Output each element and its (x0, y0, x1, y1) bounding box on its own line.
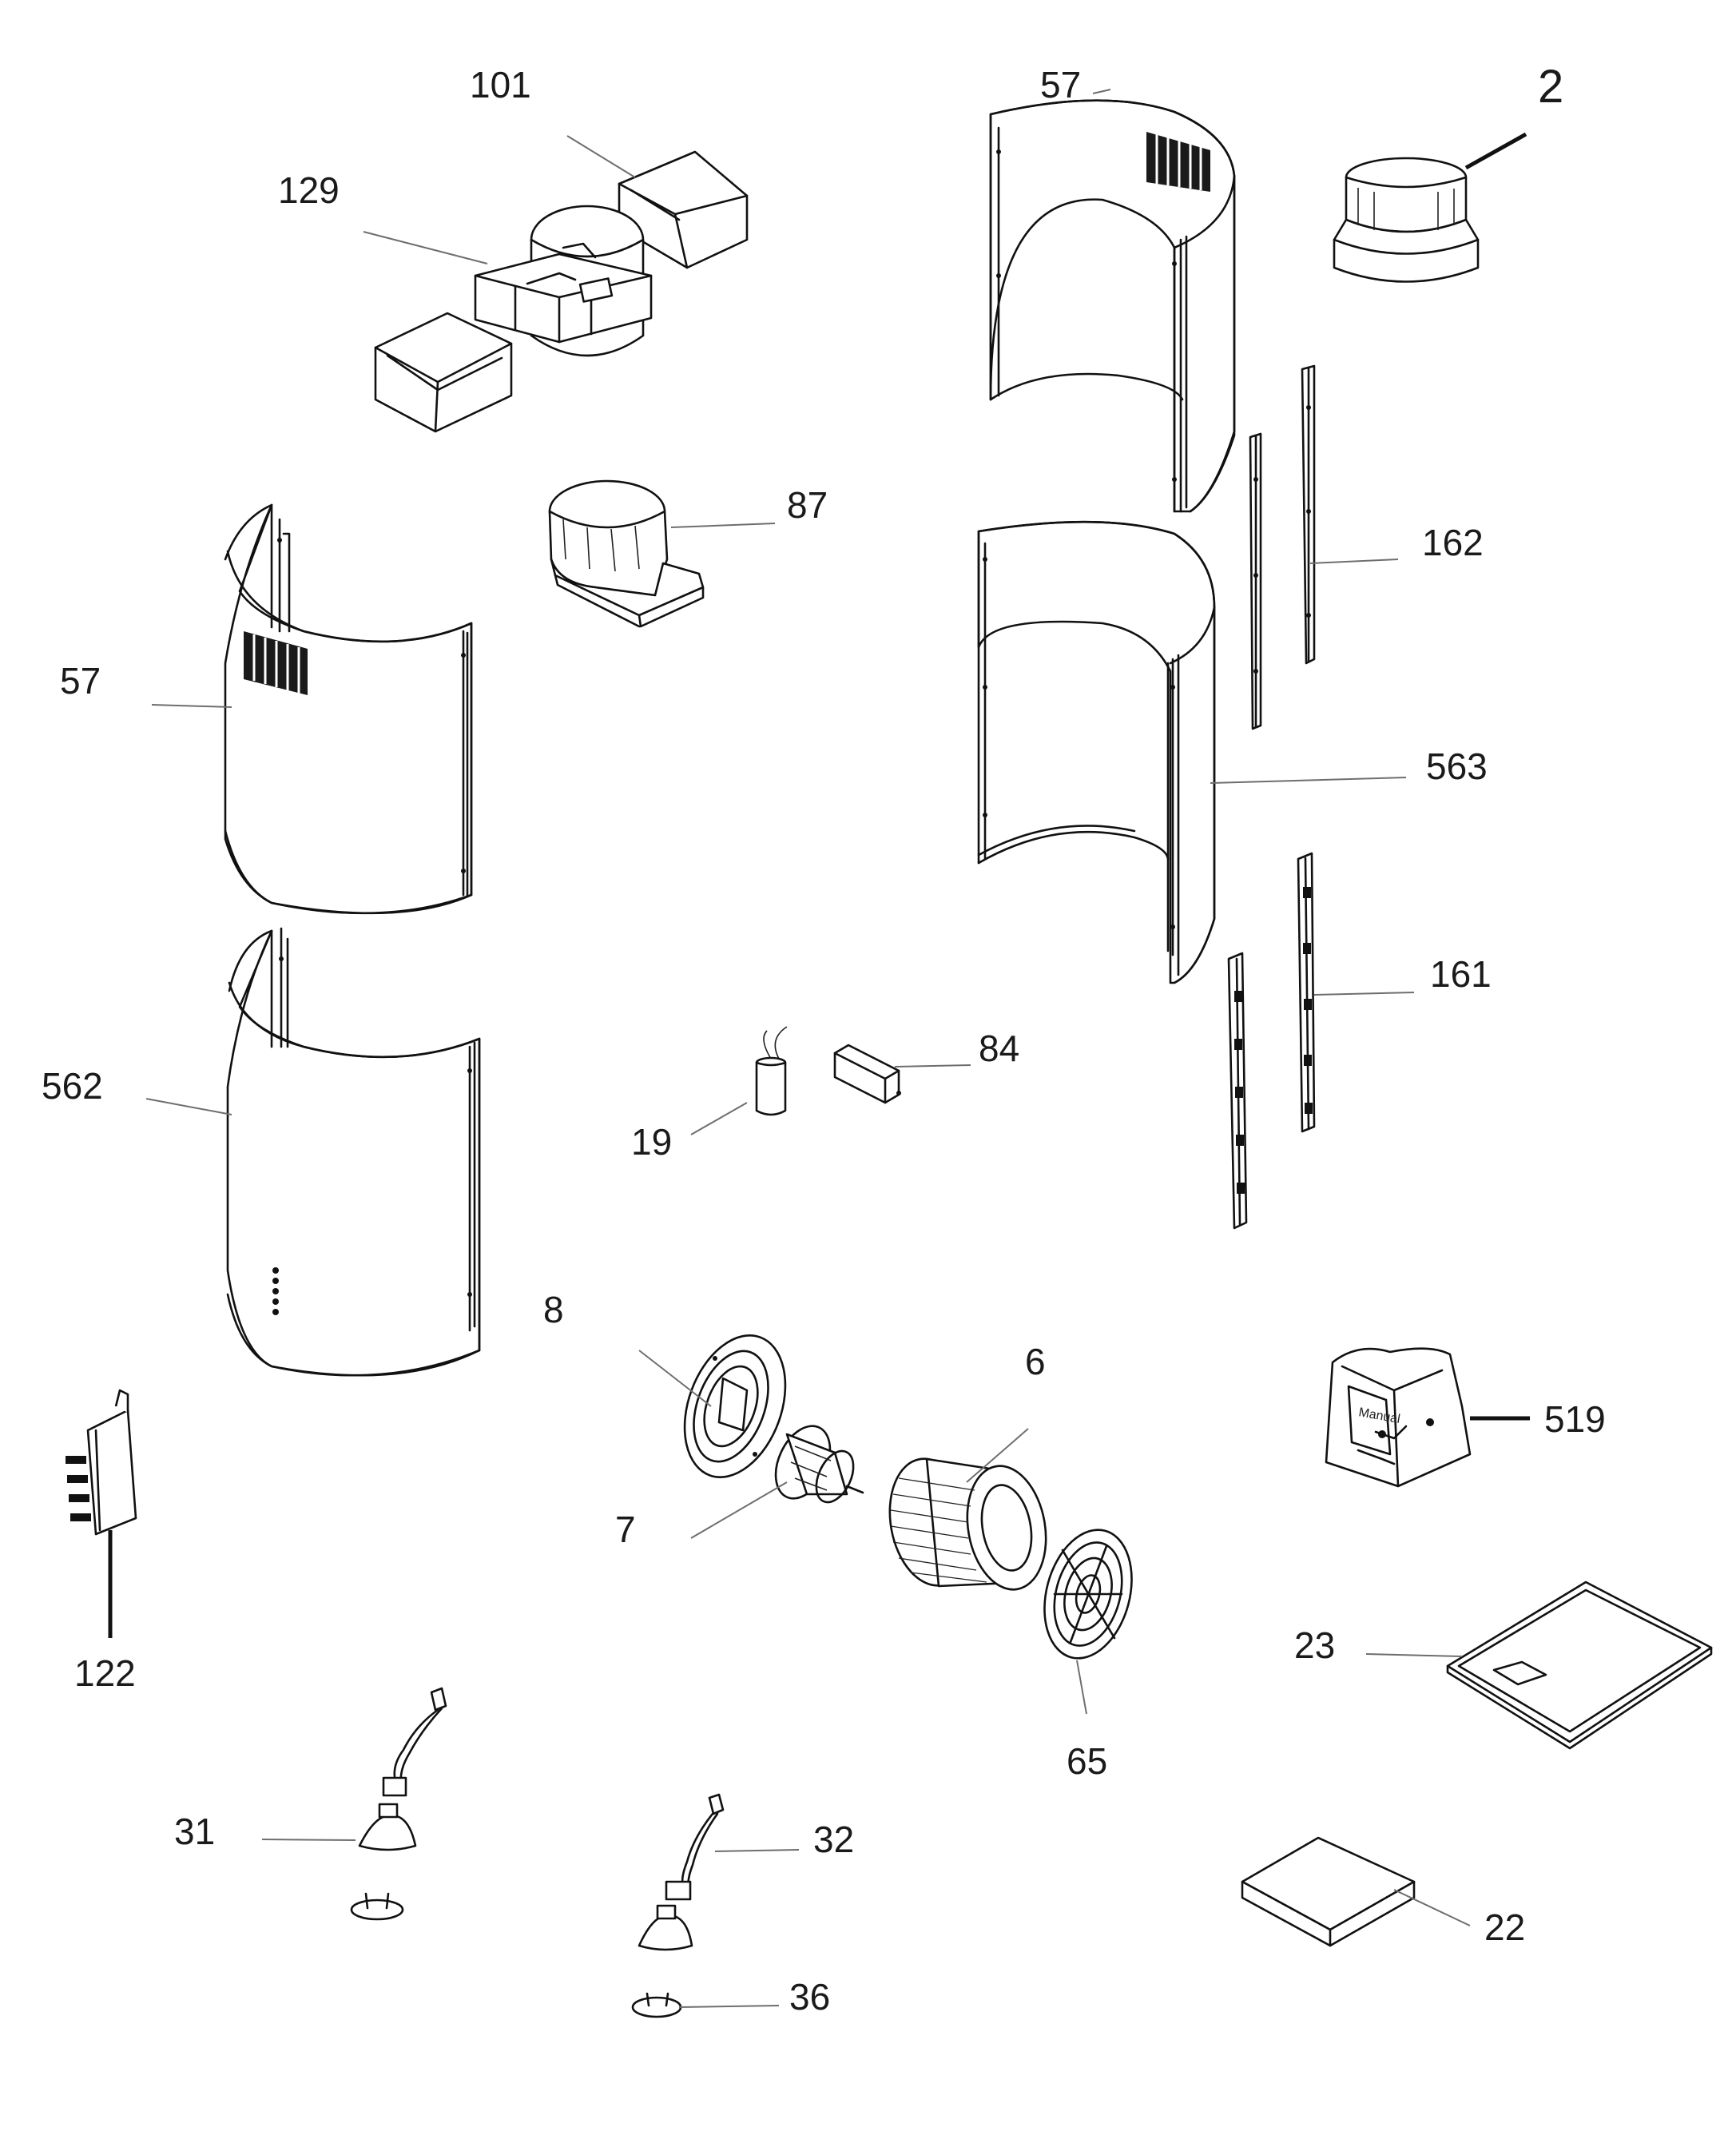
label-101: 101 (470, 64, 531, 105)
label-8: 8 (543, 1289, 564, 1330)
mounting-rails-162 (1249, 364, 1316, 730)
grease-filter-23 (1446, 1580, 1713, 1750)
label-22: 22 (1484, 1906, 1525, 1948)
label-36: 36 (789, 1976, 830, 2018)
label-162: 162 (1422, 522, 1484, 563)
label-23: 23 (1294, 1624, 1335, 1666)
lamp-assembly-32 (638, 1793, 725, 1951)
label-84: 84 (979, 1028, 1019, 1069)
label-32: 32 (813, 1819, 854, 1860)
label-7: 7 (615, 1509, 636, 1550)
chimney-shell-upper-57-left (224, 503, 473, 915)
carbon-filter-22 (1241, 1836, 1416, 1947)
label-65: 65 (1067, 1740, 1107, 1782)
motor-7 (774, 1425, 864, 1504)
lamp-ring-36 (631, 1992, 682, 2018)
led-driver-84 (833, 1044, 901, 1104)
blower-grille-65 (1043, 1529, 1133, 1660)
label-563: 563 (1426, 745, 1488, 787)
label-31: 31 (174, 1811, 215, 1852)
documentation-bag-519: Manual (1325, 1347, 1472, 1488)
chimney-shell-lower-563 (977, 520, 1216, 984)
control-board-122 (66, 1389, 137, 1536)
vent-slots (244, 631, 308, 695)
duct-assembly-101-129 (374, 150, 749, 433)
label-57-right: 57 (1040, 64, 1081, 105)
label-87: 87 (787, 484, 828, 526)
label-2: 2 (1538, 61, 1563, 113)
label-519: 519 (1544, 1398, 1606, 1440)
label-19: 19 (631, 1121, 672, 1163)
lamp-assembly-31 (350, 1687, 447, 1921)
leader-lines (108, 89, 1530, 2008)
blower-wheel-6 (888, 1457, 1047, 1591)
label-122: 122 (74, 1652, 136, 1694)
vent-slots-right (1146, 132, 1210, 192)
led-indicator-dots (272, 1267, 279, 1315)
chimney-shell-upper-57-right (989, 99, 1236, 513)
part-labels: 101 129 87 57 562 57 2 162 563 161 84 19… (42, 61, 1606, 2018)
capacitor-19 (755, 1026, 788, 1116)
transition-collar-87 (548, 479, 705, 628)
label-6: 6 (1025, 1341, 1046, 1382)
label-161: 161 (1430, 953, 1492, 995)
label-562: 562 (42, 1065, 103, 1107)
label-129: 129 (278, 169, 340, 211)
label-57-left: 57 (60, 660, 101, 702)
chimney-shell-lower-562 (226, 927, 481, 1377)
duct-reducer-2 (1333, 157, 1480, 283)
mounting-rails-161 (1227, 852, 1316, 1230)
motor-plate-8 (683, 1334, 787, 1478)
